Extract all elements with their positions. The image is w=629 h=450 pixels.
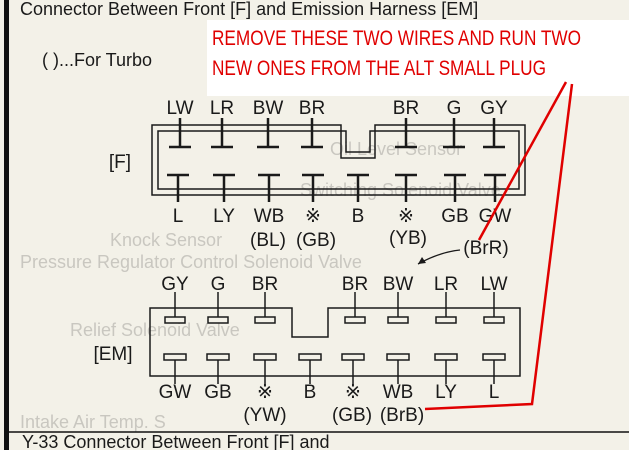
pin-terminal — [253, 353, 277, 361]
ghost-label: Relief Solenoid Valve — [70, 320, 240, 340]
pointer-to-brb — [424, 83, 574, 411]
pin-label: G — [447, 98, 462, 119]
pin-label: WB — [254, 206, 285, 227]
turbo-note: (BL) — [250, 230, 286, 251]
ghost-label: Knock Sensor — [110, 230, 222, 250]
pin-label: BR — [252, 274, 278, 295]
pin-label: B — [352, 206, 365, 227]
turbo-note: (GB) — [296, 230, 336, 251]
ghost-label: Pressure Regulator Control Solenoid Valv… — [20, 252, 362, 272]
pin-terminal — [206, 353, 230, 361]
turbo-note: (BrR) — [463, 238, 508, 259]
pin-label: L — [173, 206, 184, 227]
pin-label: ※ — [305, 206, 321, 227]
pin-label: LR — [434, 274, 458, 295]
pin-label: LY — [213, 206, 235, 227]
pin-terminal — [386, 353, 410, 361]
pin-label: WB — [383, 382, 414, 403]
connector-em-label: [EM] — [93, 344, 132, 365]
pin-label: B — [304, 382, 317, 403]
pin-label: LY — [435, 382, 457, 403]
connector-f — [151, 124, 526, 196]
ghost-label: Switching Solenoid Valve — [300, 180, 501, 200]
pin-label: BW — [253, 98, 284, 119]
pin-terminal — [482, 353, 506, 361]
pin-terminal — [254, 316, 276, 324]
pin-label: LW — [480, 274, 507, 295]
annotation-line-1: REMOVE THESE TWO WIRES AND RUN TWO — [212, 28, 581, 51]
page-margin-bar — [4, 0, 9, 450]
connector-f-label: [F] — [109, 152, 131, 173]
pin-label: GB — [204, 382, 231, 403]
pin-label: BR — [342, 274, 368, 295]
turbo-legend: ( )...For Turbo — [42, 50, 152, 70]
pin-terminal — [483, 316, 505, 324]
pin-label: BW — [383, 274, 414, 295]
turbo-note: (YW) — [243, 405, 286, 426]
pin-label: LW — [166, 98, 193, 119]
pin-terminal — [298, 353, 322, 361]
pin-terminal — [207, 316, 229, 324]
turbo-note: (BrB) — [380, 405, 424, 426]
pointer-to-brr — [477, 81, 568, 241]
pin-label: G — [211, 274, 226, 295]
pin-label: L — [489, 382, 500, 403]
pin-label: BR — [299, 98, 325, 119]
pin-label: GW — [159, 382, 192, 403]
header-text: Connector Between Front [F] and Emission… — [20, 0, 478, 19]
pin-label: ※ — [257, 382, 273, 403]
pin-label: GB — [441, 206, 468, 227]
connector-em — [149, 307, 521, 377]
pin-label: GY — [480, 98, 508, 119]
turbo-note: (YB) — [389, 228, 427, 249]
pin-label: GW — [479, 206, 512, 227]
pin-label: ※ — [398, 206, 414, 227]
pin-terminal — [163, 353, 187, 361]
ghost-label: Intake Air Temp. S — [20, 412, 166, 432]
pin-terminal — [434, 353, 458, 361]
annotation-pointers — [424, 81, 574, 411]
annotation-line-2: NEW ONES FROM THE ALT SMALL PLUG — [212, 58, 546, 81]
ghost-label: Oil Level Sensor — [330, 139, 462, 159]
footer-caption: Y-33 Connector Between Front [F] and — [22, 432, 330, 450]
pin-terminal — [435, 316, 457, 324]
pin-terminal — [344, 316, 366, 324]
annotation-box — [207, 20, 629, 96]
pin-label: GY — [161, 274, 189, 295]
pin-terminal — [164, 316, 186, 324]
turbo-note: (GB) — [332, 405, 372, 426]
pin-label: LR — [210, 98, 234, 119]
pin-label: ※ — [345, 382, 361, 403]
pin-terminal — [341, 353, 365, 361]
pin-terminal — [387, 316, 409, 324]
pin-label: BR — [393, 98, 419, 119]
arrow-head-icon — [418, 257, 426, 264]
